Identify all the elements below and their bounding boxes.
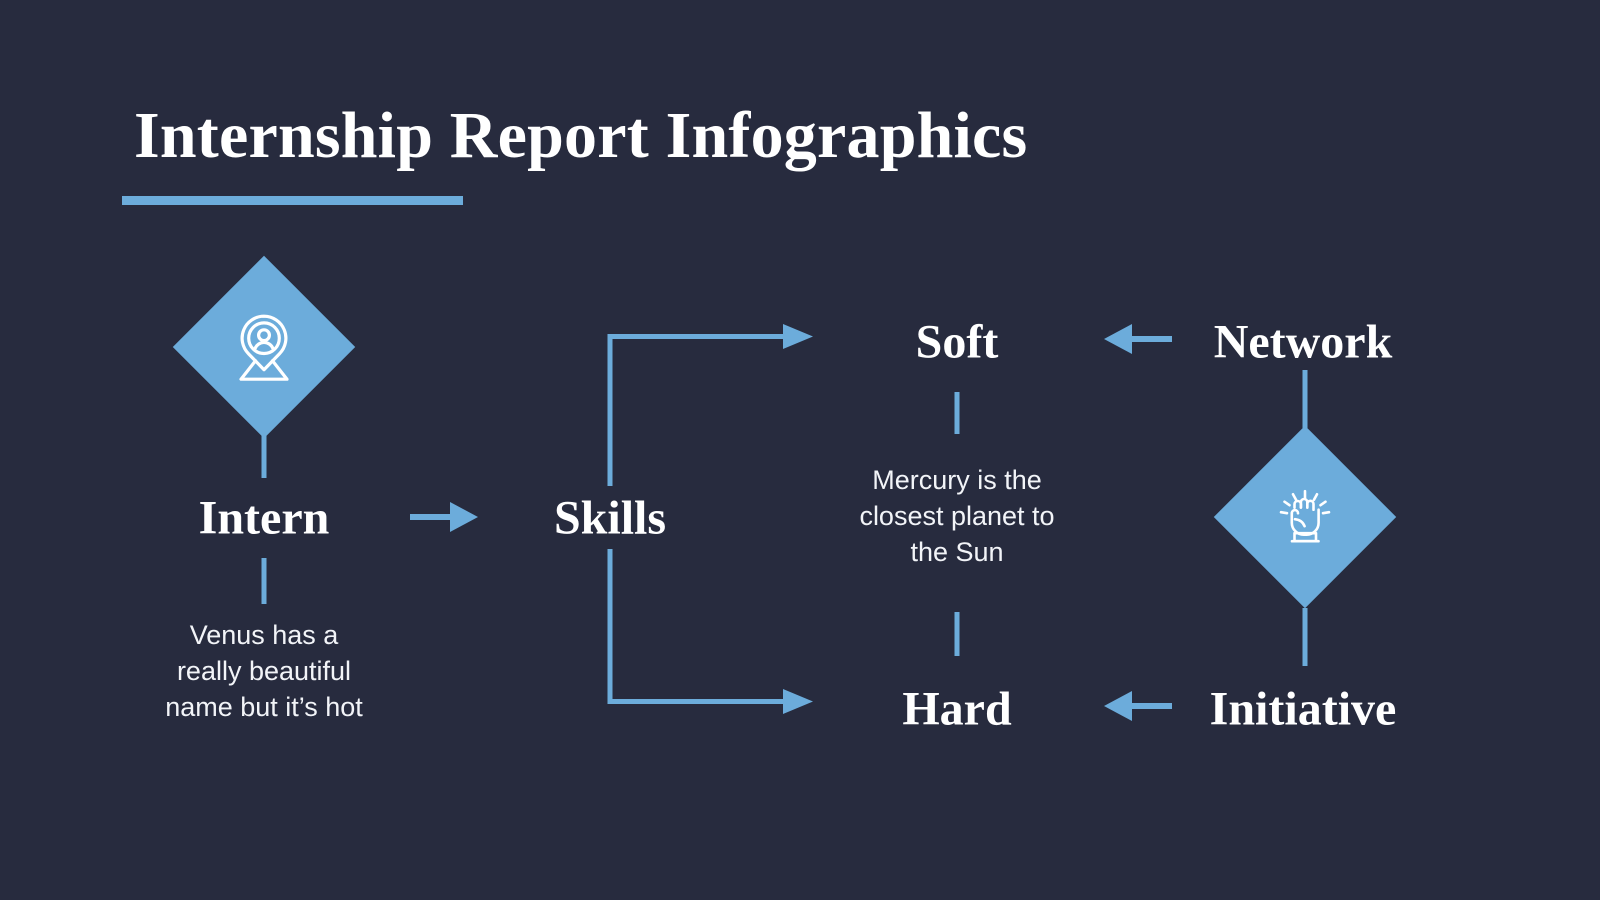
tick-note-to-hard (954, 612, 960, 656)
arrow-initiative-to-hard-head (1104, 691, 1132, 721)
person-location-pin-icon (231, 312, 297, 382)
connector-skills-to-hard-vertical (607, 549, 613, 704)
arrow-intern-to-skills-shaft (410, 514, 454, 520)
connector-skills-to-soft-vertical (607, 334, 613, 486)
arrow-intern-to-skills-head (450, 502, 478, 532)
tick-soft-to-note (954, 392, 960, 434)
arrow-network-to-soft-head (1104, 324, 1132, 354)
intern-description-line-2: really beautiful (176, 656, 352, 687)
node-label-initiative[interactable]: Initiative (1209, 682, 1397, 736)
title-underline-rule (122, 196, 463, 205)
center-description: Mercury is the closest planet to the Sun (807, 463, 1107, 571)
node-label-soft[interactable]: Soft (915, 315, 999, 369)
connector-skills-to-hard-horizontal (607, 699, 788, 704)
center-description-line-1: Mercury is the (872, 465, 1042, 496)
center-description-line-3: the Sun (910, 536, 1004, 567)
page-title: Internship Report Infographics (134, 99, 1028, 172)
connector-skills-to-soft-horizontal (607, 334, 788, 339)
arrow-skills-to-soft-head (783, 324, 813, 349)
node-label-skills[interactable]: Skills (553, 491, 667, 545)
intern-description-line-3: name but it’s hot (165, 691, 363, 722)
connector-intern-label-to-body (261, 558, 267, 604)
node-label-intern[interactable]: Intern (198, 491, 330, 545)
intern-diamond[interactable] (172, 255, 356, 439)
arrow-skills-to-hard-head (783, 689, 813, 714)
arrow-network-to-soft-shaft (1128, 336, 1172, 342)
node-label-network[interactable]: Network (1213, 315, 1393, 369)
node-label-hard[interactable]: Hard (902, 682, 1012, 736)
arrow-initiative-to-hard-shaft (1128, 703, 1172, 709)
connector-power-diamond-to-initiative (1302, 608, 1308, 666)
connector-network-to-power-diamond (1302, 370, 1308, 428)
raised-fist-icon (1273, 485, 1337, 549)
power-diamond[interactable] (1213, 425, 1397, 609)
center-description-line-2: closest planet to (859, 501, 1055, 532)
intern-description: Venus has a really beautiful name but it… (114, 618, 414, 726)
intern-description-line-1: Venus has a (189, 620, 339, 651)
